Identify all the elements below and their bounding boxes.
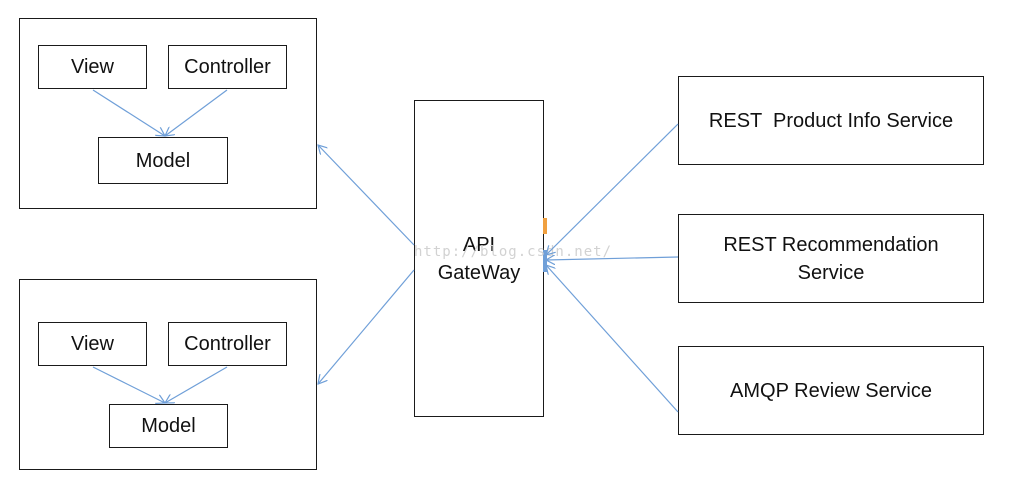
product-info-service-box: REST Product Info Service (678, 76, 984, 165)
model-label: Model (141, 415, 196, 437)
view-box-top: View (38, 45, 147, 89)
model-box-top: Model (98, 137, 228, 184)
product-info-service-label: REST Product Info Service (708, 109, 954, 132)
review-service-label: AMQP Review Service (730, 379, 932, 402)
model-box-bottom: Model (109, 404, 228, 448)
gateway-port-orange (543, 218, 547, 234)
recommendation-service-box: REST Recommendation Service (678, 214, 984, 303)
view-label: View (71, 56, 114, 78)
review-to-gateway-arrow (546, 265, 679, 413)
watermark-text: http://blog.csdn.net/ (414, 244, 613, 260)
product-to-gateway-arrow (546, 123, 679, 255)
controller-box-top: Controller (168, 45, 287, 89)
gateway-to-bottom-client-arrow (318, 269, 415, 384)
view-box-bottom: View (38, 322, 147, 366)
controller-label: Controller (184, 56, 271, 78)
view-label: View (71, 333, 114, 355)
gateway-to-top-client-arrow (318, 145, 415, 246)
review-service-box: AMQP Review Service (678, 346, 984, 435)
recommendation-service-label: REST Recommendation Service (723, 233, 939, 284)
api-gateway-label: API GateWay (437, 233, 521, 284)
model-label: Model (135, 149, 191, 172)
controller-box-bottom: Controller (168, 322, 287, 366)
api-gateway-box: API GateWay (414, 100, 544, 417)
controller-label: Controller (184, 333, 271, 355)
